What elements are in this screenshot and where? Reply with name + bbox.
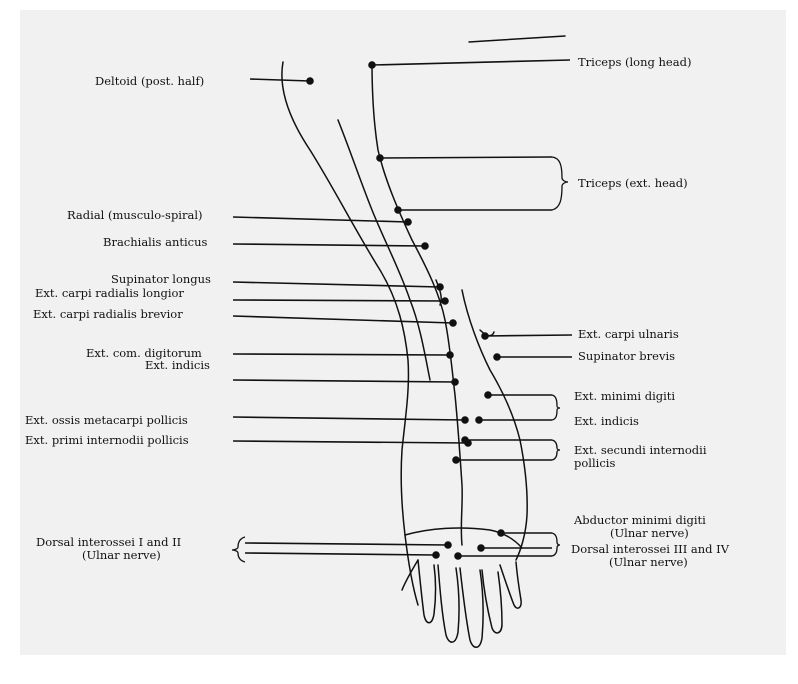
wrist-line	[404, 527, 523, 549]
leader-radial	[232, 216, 409, 223]
point-dorsal-34-a	[477, 544, 485, 552]
point-dorsal-12-b	[432, 551, 440, 559]
point-ecr-longior	[441, 297, 449, 305]
label-radial: Radial (musculo-spiral)	[67, 208, 203, 222]
label-supinator-longus: Supinator longus	[111, 272, 211, 286]
bracket-dorsal-12	[231, 536, 246, 563]
arm-outline-inner	[337, 119, 431, 381]
label-dorsal-34-line1: Dorsal interossei III and IV	[571, 542, 730, 556]
leader-brachialis	[232, 243, 426, 247]
label-dorsal-12-line2: (Ulnar nerve)	[82, 548, 161, 562]
label-ext-indicis-left: Ext. indicis	[145, 358, 210, 372]
bracket-ext-secundi	[551, 439, 561, 461]
label-triceps-long: Triceps (long head)	[578, 55, 692, 69]
bracket-triceps-ext	[551, 156, 569, 211]
elbow-bump	[435, 279, 442, 306]
paper-background	[20, 10, 786, 655]
label-supinator-brevis: Supinator brevis	[578, 349, 676, 363]
arm-outline-right	[371, 61, 463, 546]
bracket-ext-minimi-indicis	[551, 394, 561, 421]
leader-ext-ossis	[232, 416, 466, 421]
finger-3	[459, 567, 484, 648]
finger-4	[481, 569, 503, 634]
leader-ecr-brevior	[232, 315, 454, 324]
label-dorsal-12-line1: Dorsal interossei I and II	[36, 535, 182, 549]
label-abductor-line2: (Ulnar nerve)	[610, 526, 689, 540]
forearm-right-border	[461, 289, 528, 561]
point-ext-ossis	[461, 416, 469, 424]
point-radial	[404, 218, 412, 226]
label-triceps-ext: Triceps (ext. head)	[578, 176, 688, 190]
label-ext-minimi: Ext. minimi digiti	[574, 389, 676, 403]
point-ext-carpi-ulnaris	[481, 332, 489, 340]
label-abductor: Abductor minimi digiti (Ulnar nerve)	[574, 514, 706, 540]
point-ext-secundi-a	[461, 436, 469, 444]
leader-supinator-longus	[232, 281, 441, 288]
label-ext-primi: Ext. primi internodii pollicis	[25, 433, 189, 447]
label-ext-ossis: Ext. ossis metacarpi pollicis	[25, 413, 188, 427]
point-brachialis	[421, 242, 429, 250]
point-abductor	[497, 529, 505, 537]
bracket-dorsal-34	[551, 532, 561, 557]
finger-1	[417, 559, 437, 624]
label-ext-secundi: Ext. secundi internodii pollicis	[574, 444, 707, 470]
leader-ext-primi	[232, 440, 469, 444]
label-abductor-line1: Abductor minimi digiti	[574, 513, 706, 527]
point-supinator-brevis	[493, 353, 501, 361]
point-ecr-brevior	[449, 319, 457, 327]
label-dorsal-12: Dorsal interossei I and II (Ulnar nerve)	[36, 536, 181, 562]
leader-dorsal-12-a	[244, 542, 449, 546]
shoulder-line	[468, 35, 566, 43]
thumb	[401, 559, 419, 591]
left-leaders	[232, 77, 472, 559]
finger-2	[437, 564, 460, 643]
leader-triceps-long	[371, 59, 571, 66]
label-brachialis: Brachialis anticus	[103, 235, 208, 249]
leader-ext-indicis-left	[232, 379, 456, 383]
leader-ecr-longior	[232, 299, 446, 302]
label-ext-secundi-line2: pollicis	[574, 456, 616, 470]
point-ext-secundi-b	[452, 456, 460, 464]
label-ext-secundi-line1: Ext. secundi internodii	[574, 443, 707, 457]
label-dorsal-34: Dorsal interossei III and IV (Ulnar nerv…	[571, 543, 729, 569]
label-ecr-longior: Ext. carpi radialis longior	[35, 286, 184, 300]
right-brackets	[551, 156, 569, 557]
right-leaders	[368, 59, 573, 560]
label-ext-com: Ext. com. digitorum	[86, 346, 202, 360]
label-ext-indicis-right: Ext. indicis	[574, 414, 639, 428]
arm-outline-left	[281, 61, 419, 606]
leader-deltoid	[249, 78, 311, 82]
point-dorsal-12-a	[444, 541, 452, 549]
point-ext-indicis-right	[475, 416, 483, 424]
leader-ext-com	[232, 353, 451, 356]
label-deltoid: Deltoid (post. half)	[95, 74, 205, 88]
label-ext-carpi-ulnaris: Ext. carpi ulnaris	[578, 327, 679, 341]
finger-5	[499, 561, 522, 609]
leader-dorsal-12-b	[244, 552, 437, 556]
point-supinator-longus	[436, 283, 444, 291]
point-triceps-ext-b	[394, 206, 402, 214]
leader-ext-carpi-ulnaris	[484, 334, 573, 337]
leader-triceps-ext-a	[379, 156, 553, 159]
point-dorsal-34-b	[454, 552, 462, 560]
point-triceps-ext-a	[376, 154, 384, 162]
point-ext-minimi	[484, 391, 492, 399]
point-ext-indicis-left	[451, 378, 459, 386]
label-ecr-brevior: Ext. carpi radialis brevior	[33, 307, 183, 321]
label-dorsal-34-line2: (Ulnar nerve)	[609, 555, 688, 569]
point-triceps-long	[368, 61, 376, 69]
point-deltoid	[306, 77, 314, 85]
point-ext-com	[446, 351, 454, 359]
